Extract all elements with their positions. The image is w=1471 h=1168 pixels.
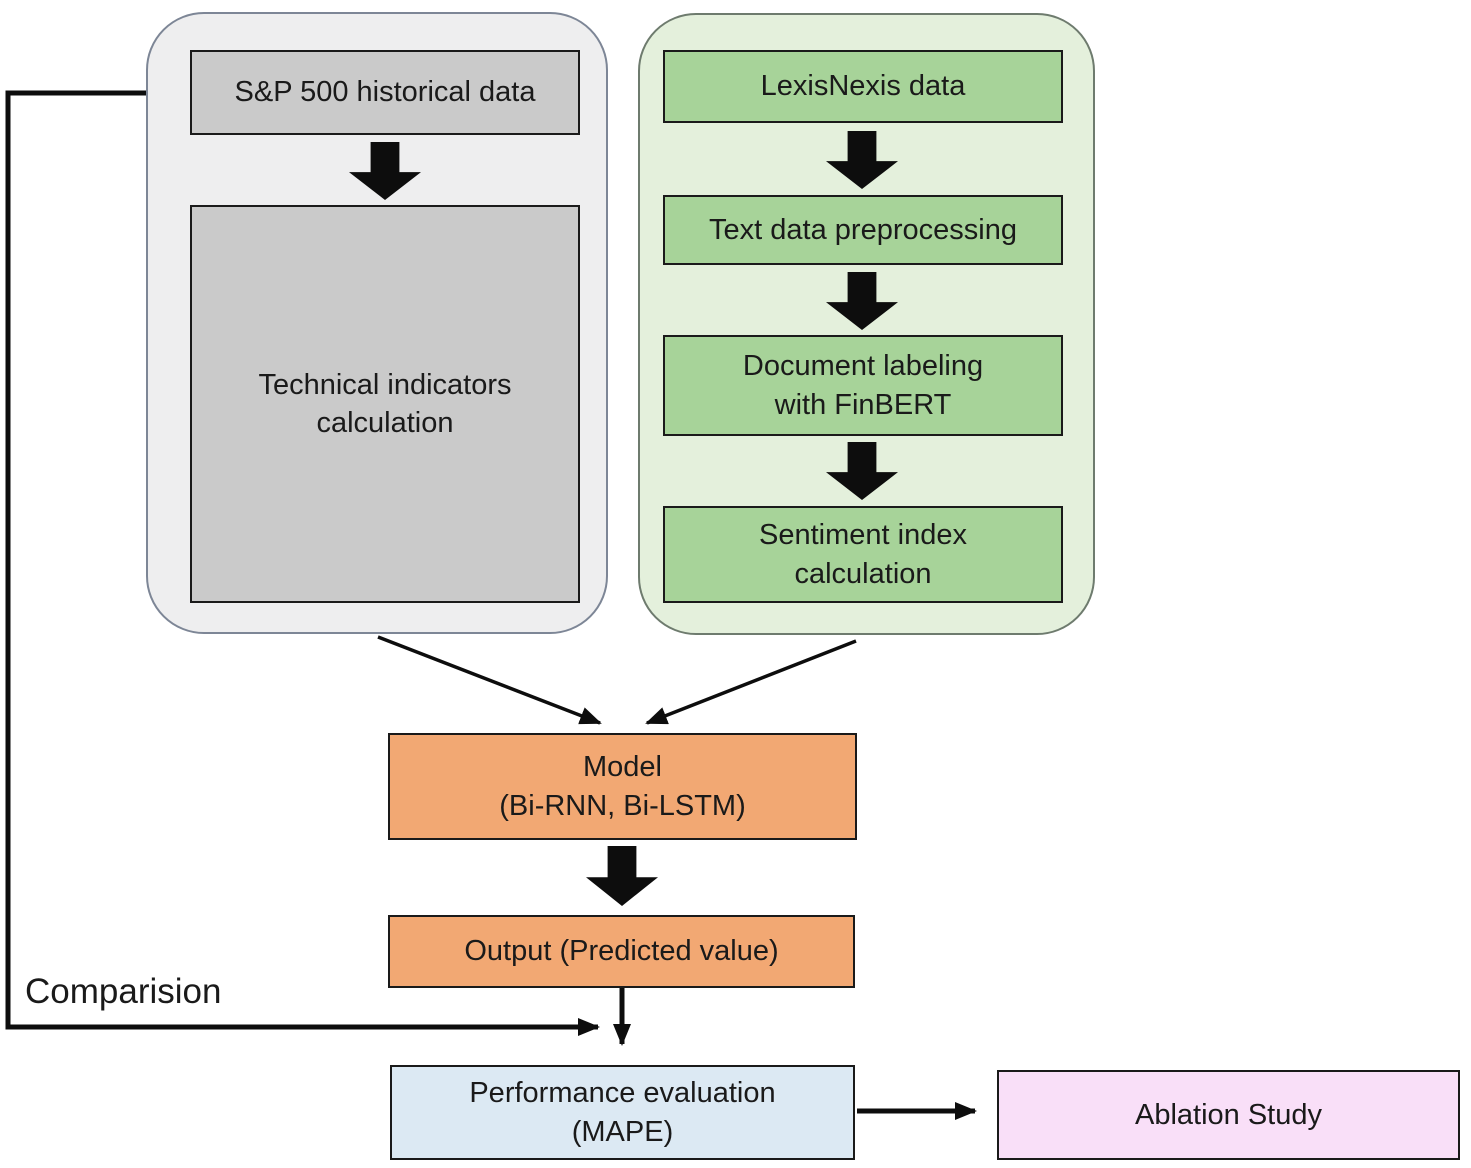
- document-labeling-box: Document labeling with FinBERT: [663, 335, 1063, 436]
- performance-evaluation-box: Performance evaluation (MAPE): [390, 1065, 855, 1160]
- model-box: Model (Bi-RNN, Bi-LSTM): [388, 733, 857, 840]
- down-block-arrow-icon: [586, 846, 658, 906]
- technical-indicators-box: Technical indicators calculation: [190, 205, 580, 603]
- left-panel-to-model-arrow: [377, 635, 602, 725]
- comparison-label: Comparision: [25, 972, 222, 1011]
- sentiment-index-box: Sentiment index calculation: [663, 506, 1063, 603]
- lexisnexis-data-box: LexisNexis data: [663, 50, 1063, 123]
- ablation-study-box: Ablation Study: [997, 1070, 1460, 1160]
- output-box: Output (Predicted value): [388, 915, 855, 988]
- sp500-historical-data-box: S&P 500 historical data: [190, 50, 580, 135]
- text-preprocessing-box: Text data preprocessing: [663, 195, 1063, 265]
- right-panel-to-model-arrow: [645, 639, 857, 725]
